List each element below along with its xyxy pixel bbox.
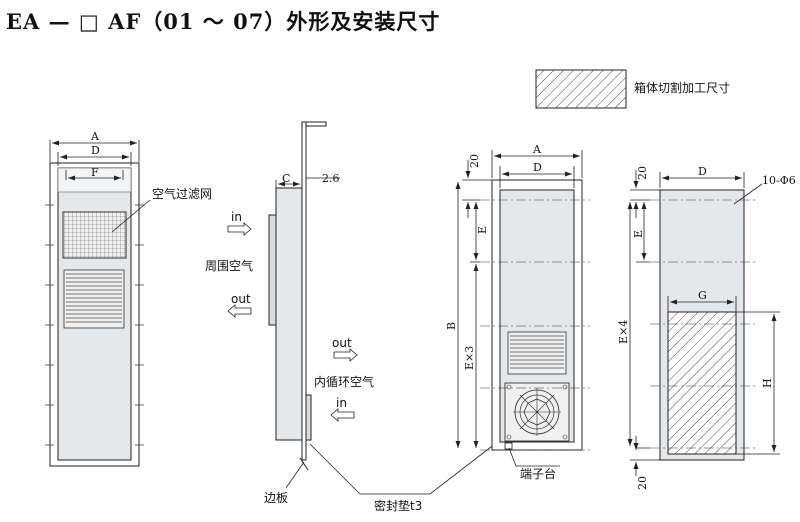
legend-hatch-swatch [535,69,627,109]
front-louvre-grille [63,269,125,329]
rear-dim-e: E [476,226,489,234]
edge-plate-leader [285,461,305,489]
cutout-view: D 10-Φ6 20 E E×4 20 G H [617,165,796,490]
gasket-leader [309,439,501,495]
terminal-block [504,442,513,450]
front-dim-f: F [91,166,99,179]
legend-label: 箱体切割加工尺寸 [634,80,730,95]
edge-plate-label: 边板 [264,491,288,505]
side-top-bracket [306,121,327,127]
rear-dim-e3: E×3 [463,346,476,370]
arrow-right-icon [333,348,358,362]
cutout-dim-20-top: 20 [636,166,649,180]
side-body [275,187,303,441]
front-hole-marks [45,204,144,446]
side-dim-thickness: 2.6 [322,172,340,185]
rear-dim-20: 20 [468,154,481,168]
legend: 箱体切割加工尺寸 [535,69,730,109]
rear-view: A D 20 E B E×3 端子台 [445,143,590,481]
filter-label: 空气过滤网 [152,186,212,201]
side-edge-plate [301,121,307,461]
rear-dim-d: D [533,161,542,174]
side-bottom-tab [299,457,309,471]
cutout-dim-d: D [698,165,707,178]
cutout-hatched-area [667,311,737,455]
rear-louvre-grille [507,331,567,375]
filter-leader [111,199,151,233]
outer-air-in: in [231,210,242,224]
terminal-label: 端子台 [520,466,556,481]
outer-air-out: out [231,292,251,306]
cutout-dim-g: G [698,289,707,302]
side-dim-c: C [282,172,290,185]
gasket-label: 密封垫t3 [374,498,422,513]
rear-dim-b: B [445,322,458,330]
side-view: C 2.6 in 周围空气 out out 内循环空气 in 边板 密封垫t3 [205,121,501,513]
front-dim-a: A [90,130,100,143]
arrow-left-icon [227,304,252,318]
rear-dim-a: A [532,143,542,156]
front-dim-d: D [91,144,100,157]
arrow-right-icon [227,222,252,236]
inner-air-out: out [332,336,352,350]
inner-air-in: in [336,396,347,410]
side-outer-fan [268,214,277,326]
cutout-dim-h: H [761,378,774,388]
holes-label: 10-Φ6 [762,174,796,187]
terminal-leader [508,447,560,467]
rear-fan-guard [504,382,570,442]
side-inner-fan [305,394,312,441]
front-view: A D F 空气过滤网 [45,130,212,467]
outer-air-label: 周围空气 [205,258,253,273]
cutout-dim-20-bottom: 20 [636,476,649,490]
cutout-dim-e: E [632,230,645,238]
inner-air-label: 内循环空气 [314,374,374,389]
arrow-left-icon [330,408,355,422]
air-filter-mesh [62,211,127,259]
page-title: EA — □ AF（01 ～ 07）外形及安装尺寸 [6,9,441,34]
cutout-dim-e4: E×4 [617,320,630,344]
holes-leader [733,183,763,205]
